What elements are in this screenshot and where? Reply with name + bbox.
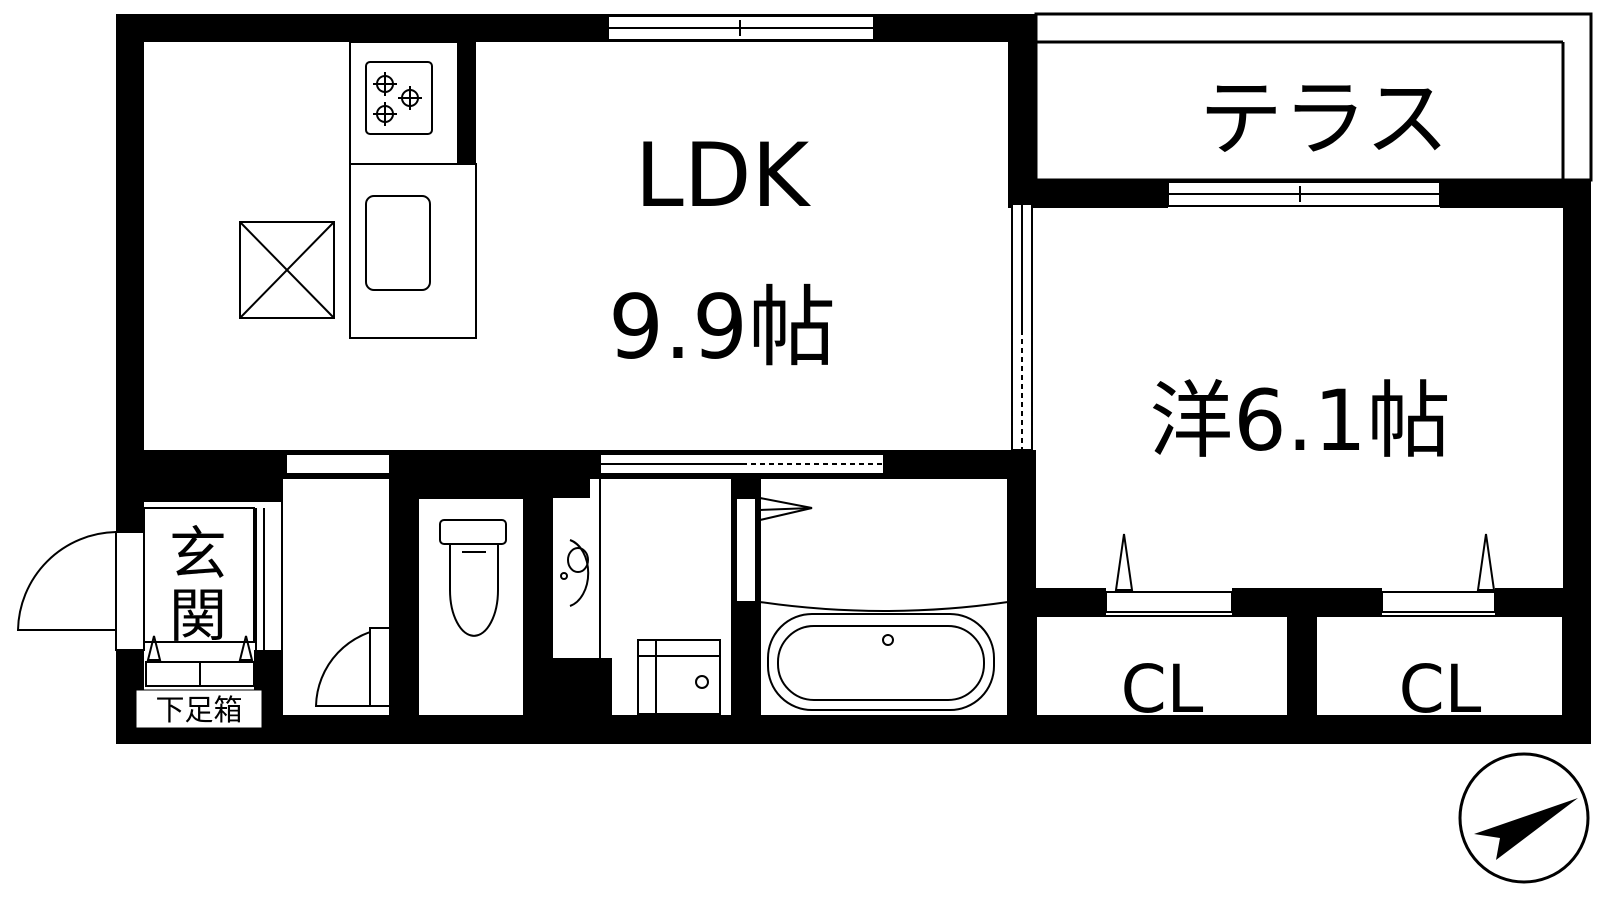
- closet-right-name: CL: [1399, 651, 1482, 728]
- north-arrow-icon: [1458, 752, 1590, 884]
- toilet-icon: [417, 497, 525, 717]
- terrace-name: テラス: [1199, 70, 1449, 168]
- entrance-area: [143, 507, 265, 687]
- west-room-top-window: [1167, 181, 1441, 207]
- washing-machine-pan-icon: [637, 639, 721, 715]
- bath-door: [735, 497, 813, 603]
- bathroom: [759, 477, 1009, 717]
- shoe-box-label: 下足箱: [155, 693, 242, 727]
- ldk-west-partition: [1011, 203, 1033, 451]
- ldk-size: 9.9帖: [608, 276, 836, 379]
- bathtub-icon: [767, 613, 995, 711]
- closet-interiors: [1035, 615, 1564, 717]
- washbasin-icon: [560, 539, 590, 607]
- kitchen-sink-icon: [365, 195, 431, 291]
- shoe-box-label-box: [135, 689, 263, 729]
- washroom: [551, 477, 733, 717]
- refrigerator-space-icon: [239, 221, 335, 319]
- hall-door: [281, 477, 391, 717]
- entrance-door: [16, 531, 145, 651]
- terrace-area: [1034, 12, 1593, 182]
- entrance-label-1: 玄: [169, 520, 227, 588]
- kitchen-counter: [349, 41, 477, 339]
- gas-stove-icon: [365, 61, 433, 135]
- ldk-top-window: [607, 15, 875, 41]
- entrance-label-2: 関: [169, 582, 227, 650]
- ldk-name: LDK: [635, 124, 812, 227]
- closet-left-name: CL: [1121, 651, 1204, 728]
- western-room-label: 洋6.1帖: [1149, 372, 1451, 470]
- ldk-bottom-door: [285, 453, 885, 475]
- outer-walls: [116, 14, 1591, 744]
- closet-doors: [1105, 533, 1496, 613]
